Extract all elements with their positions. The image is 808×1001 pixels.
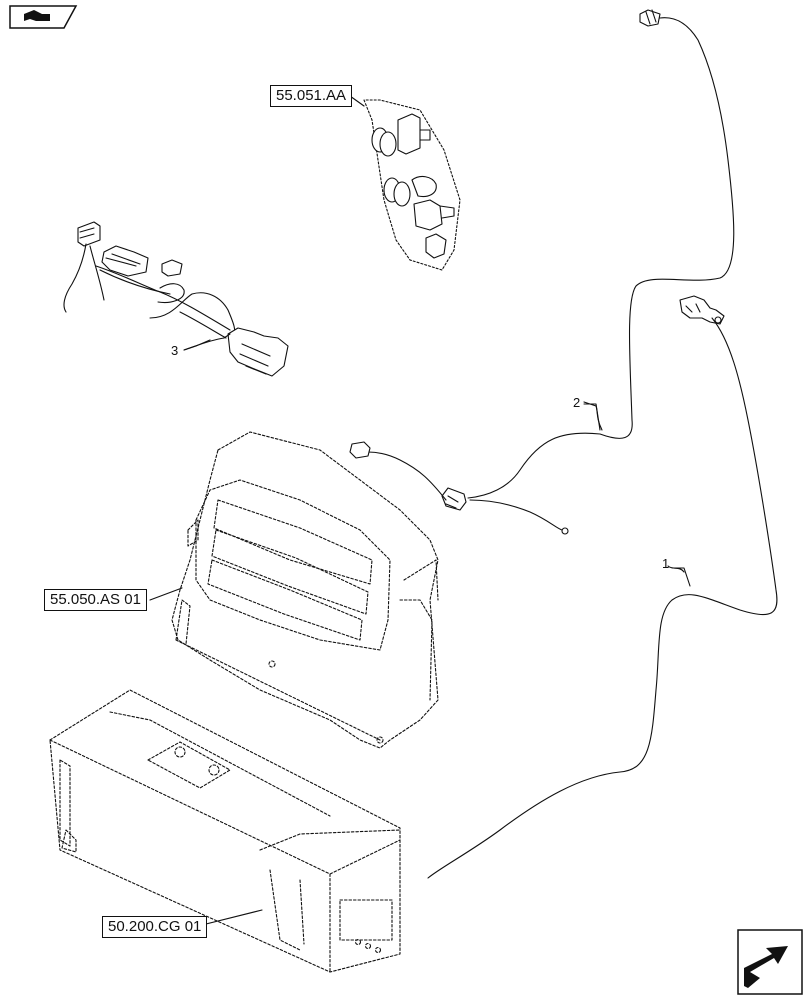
callout-number: 3 bbox=[171, 343, 179, 358]
reference-label[interactable]: 50.200.CG 01 bbox=[102, 916, 208, 938]
previous-page-button[interactable] bbox=[8, 4, 78, 29]
leader-callout-2 bbox=[583, 403, 601, 431]
reference-label[interactable]: 55.051.AA bbox=[270, 85, 353, 107]
next-page-button[interactable] bbox=[736, 928, 804, 995]
next-page-icon bbox=[737, 929, 803, 995]
harness-2 bbox=[349, 9, 735, 535]
previous-page-icon bbox=[9, 5, 78, 29]
reference-label[interactable]: 55.050.AS 01 bbox=[44, 589, 147, 611]
leader-callout-1 bbox=[671, 567, 691, 587]
leader-callout-3 bbox=[183, 339, 211, 351]
control-switches bbox=[371, 113, 455, 259]
leader-ref-mid bbox=[149, 587, 183, 601]
hvac-housing-box bbox=[49, 689, 401, 973]
leader-ref-top bbox=[349, 95, 365, 107]
control-switch-group bbox=[363, 99, 461, 271]
callout-number: 1 bbox=[662, 556, 670, 571]
leader-ref-bottom bbox=[197, 909, 263, 927]
callout-number: 2 bbox=[573, 395, 581, 410]
vent-louver-assembly bbox=[171, 431, 439, 749]
harness-3 bbox=[63, 221, 289, 377]
harness-1 bbox=[427, 295, 778, 879]
